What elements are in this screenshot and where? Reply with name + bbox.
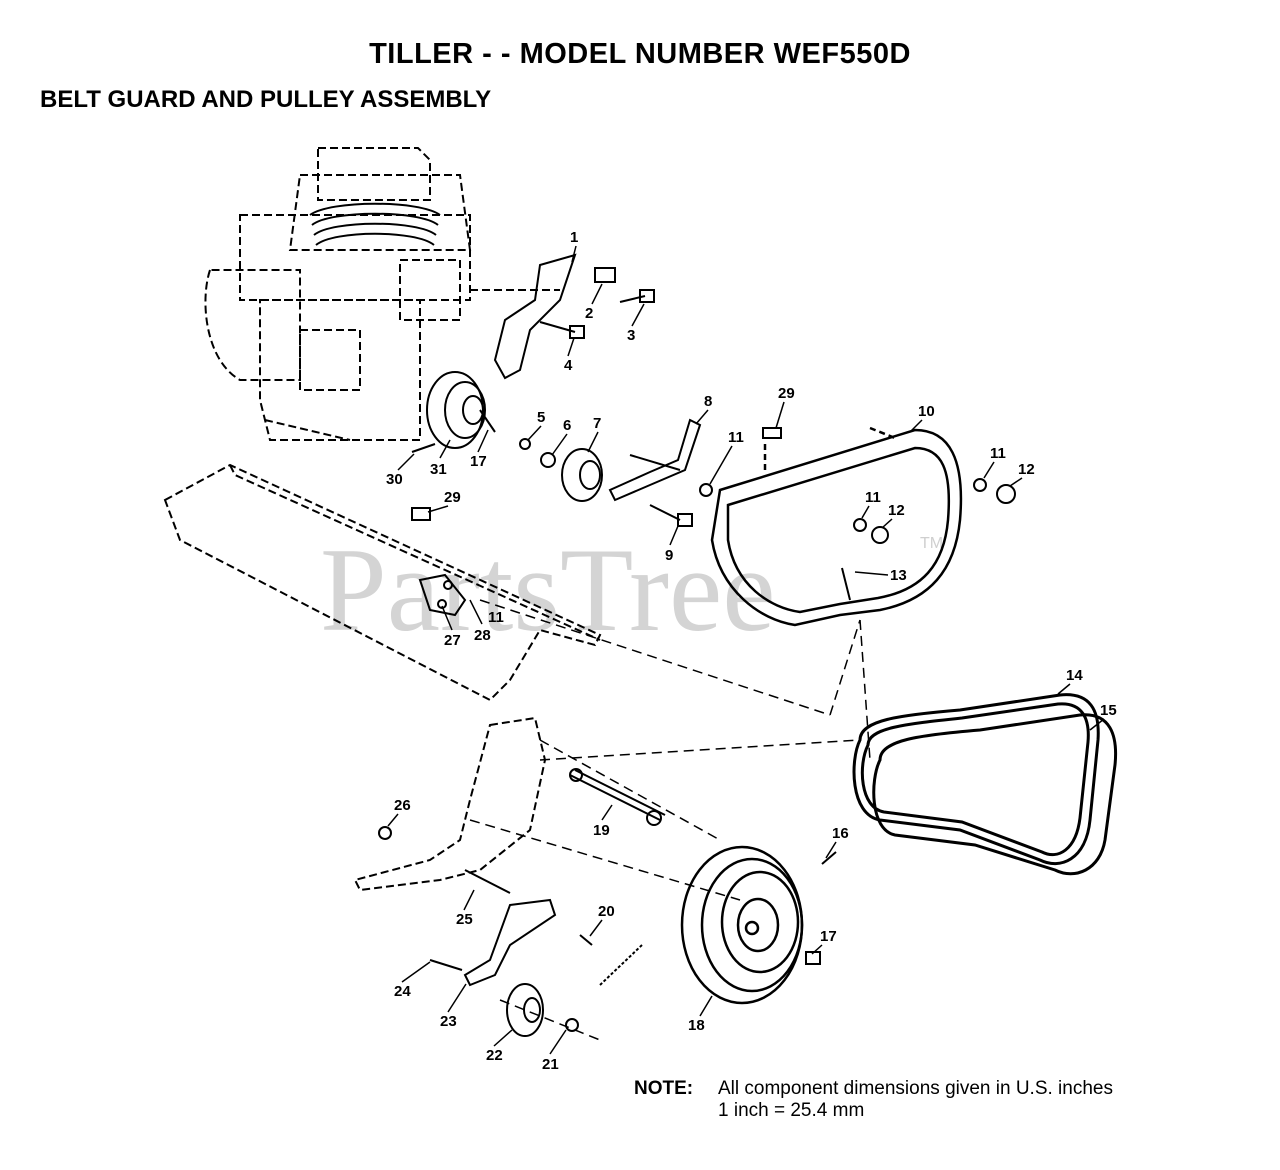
callout-23: 23 — [440, 1013, 457, 1030]
callout-labels: 1 2 3 4 5 6 7 8 9 10 11 11 11 11 12 12 1… — [386, 229, 1117, 1073]
part-20-clip — [579, 934, 593, 946]
hardware-bolts — [539, 267, 655, 339]
alignment-lines — [469, 599, 871, 1041]
callout-15: 15 — [1100, 702, 1117, 719]
part-18-drive-pulley — [680, 845, 804, 1005]
part-30-bolt — [411, 443, 436, 453]
part-5-nut — [519, 438, 531, 450]
part-21-nut — [565, 1018, 579, 1032]
part-24-bolt — [429, 959, 463, 971]
callout-2: 2 — [585, 305, 593, 322]
note-line-1: All component dimensions given in U.S. i… — [718, 1078, 1113, 1099]
tine-shield — [163, 463, 602, 702]
diagram-title: TILLER - - MODEL NUMBER WEF550D — [369, 38, 911, 70]
callout-21: 21 — [542, 1056, 559, 1073]
callout-27: 27 — [444, 632, 461, 649]
callout-26: 26 — [394, 797, 411, 814]
part-23-arm — [463, 898, 557, 987]
part-25-spacer — [464, 869, 511, 894]
watermark-trademark: TM — [920, 535, 943, 552]
parts-11-12-hardware — [699, 427, 1016, 601]
part-6-washer — [540, 452, 556, 468]
callout-28: 28 — [474, 627, 491, 644]
frame-bracket — [353, 716, 547, 892]
callout-12-b: 12 — [888, 502, 905, 519]
callout-19: 19 — [593, 822, 610, 839]
callout-13: 13 — [890, 567, 907, 584]
callout-20: 20 — [598, 903, 615, 920]
callout-25: 25 — [456, 911, 473, 928]
callout-31: 31 — [430, 461, 447, 478]
engine-fins — [309, 202, 441, 246]
part-4-bolt-head — [569, 325, 585, 339]
part-7-idler-pulley — [561, 448, 603, 502]
callout-29-a: 29 — [778, 385, 795, 402]
part-1-bracket — [493, 253, 577, 380]
callout-1: 1 — [570, 229, 578, 246]
parts-5-6-7 — [519, 438, 603, 502]
watermark-text: PartsTree — [320, 523, 776, 656]
callout-17-a: 17 — [470, 453, 487, 470]
callout-12-a: 12 — [1018, 461, 1035, 478]
callout-30: 30 — [386, 471, 403, 488]
callout-8: 8 — [704, 393, 712, 410]
part-22-pulley — [506, 983, 544, 1037]
callout-17-b: 17 — [820, 928, 837, 945]
callout-18: 18 — [688, 1017, 705, 1034]
diagram-subtitle: BELT GUARD AND PULLEY ASSEMBLY — [40, 86, 492, 113]
parts-14-15-belts — [852, 693, 1118, 876]
callout-10: 10 — [918, 403, 935, 420]
callout-7: 7 — [593, 415, 601, 432]
callout-11-a: 11 — [728, 429, 744, 446]
callout-3: 3 — [627, 327, 635, 344]
callout-16: 16 — [832, 825, 849, 842]
spring — [599, 944, 643, 986]
part-19-shaft — [569, 768, 666, 826]
note-line-2: 1 inch = 25.4 mm — [718, 1100, 865, 1121]
callout-6: 6 — [563, 417, 571, 434]
part-2-clip — [594, 267, 616, 283]
callout-11-b: 11 — [990, 445, 1006, 462]
note-block: NOTE: All component dimensions given in U… — [634, 1078, 1113, 1122]
callout-4: 4 — [564, 357, 573, 374]
callout-11-c: 11 — [865, 489, 881, 506]
engine-outline — [204, 147, 560, 441]
callout-22: 22 — [486, 1047, 503, 1064]
callout-5: 5 — [537, 409, 545, 426]
part-31-engine-pulley — [426, 371, 496, 449]
note-label: NOTE: — [634, 1078, 694, 1099]
part-8-idler-arm — [608, 418, 702, 502]
watermark: PartsTree TM — [320, 523, 943, 656]
part-3-bolt-head — [639, 289, 655, 303]
parts-16-17-hardware — [805, 851, 837, 965]
idler-assembly — [378, 826, 643, 1037]
callout-14: 14 — [1066, 667, 1083, 684]
callout-11-d: 11 — [488, 609, 504, 626]
part-10-belt-guard — [710, 426, 963, 627]
part-26-nut — [378, 826, 392, 840]
leader-lines — [387, 245, 1105, 1055]
callout-29-b: 29 — [444, 489, 461, 506]
callout-24: 24 — [394, 983, 411, 1000]
callout-9: 9 — [665, 547, 673, 564]
part-9-bolt — [649, 504, 693, 527]
